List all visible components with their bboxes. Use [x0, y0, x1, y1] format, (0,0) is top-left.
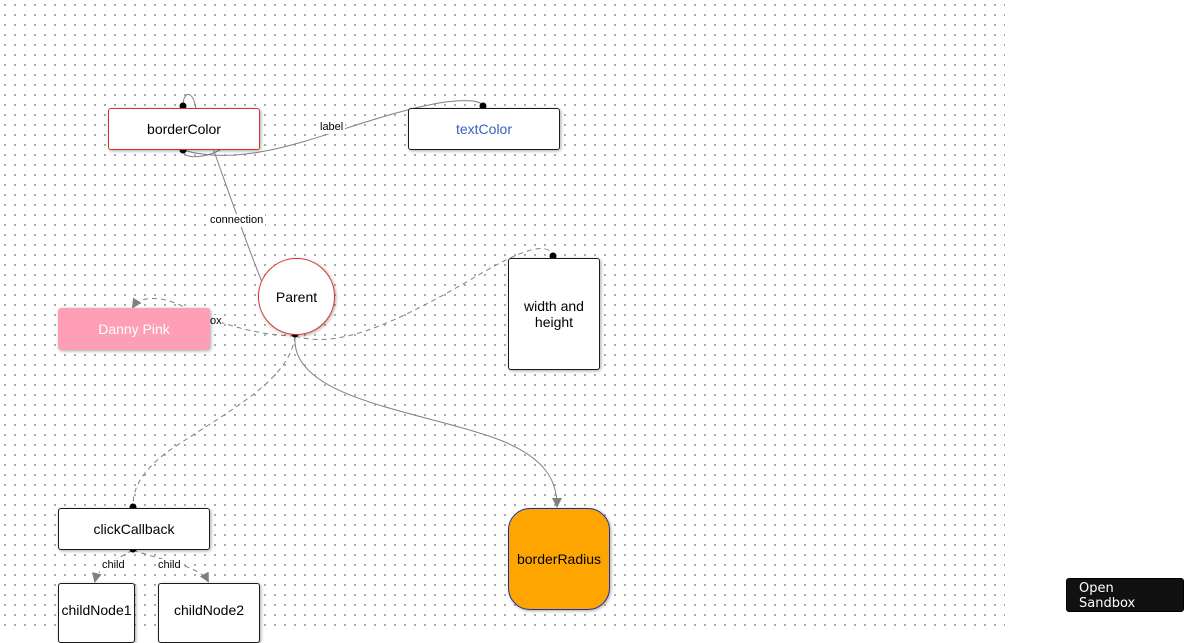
node-clickcallback-label: clickCallback	[93, 521, 175, 537]
node-textcolor[interactable]: textColor	[408, 108, 560, 150]
edge-parent-clickcallback[interactable]	[132, 335, 296, 508]
node-childnode1-label: childNode1	[61, 602, 132, 618]
edge-label-connection: connection	[208, 214, 266, 227]
node-parent[interactable]: Parent	[258, 258, 335, 335]
node-childnode2[interactable]: childNode2	[158, 583, 260, 643]
node-textcolor-label: textColor	[455, 121, 513, 137]
node-width-height-label: width and height	[524, 298, 584, 330]
port-dot[interactable]	[549, 252, 557, 260]
edge-label-child-left: child	[100, 559, 127, 572]
edge-label-label: label	[318, 121, 346, 134]
node-childnode2-label: childNode2	[173, 602, 245, 618]
edge-label-child-right: child	[156, 559, 183, 572]
node-borderradius-label: borderRadius	[516, 551, 602, 567]
node-bordercolor-label: borderColor	[147, 121, 221, 137]
edge-label-box: ox	[210, 315, 222, 328]
node-clickcallback[interactable]: clickCallback	[58, 508, 210, 550]
port-dot[interactable]	[479, 102, 487, 110]
diagram-canvas[interactable]: label connection ox child child borderCo…	[0, 0, 1005, 643]
port-dot[interactable]	[179, 102, 187, 110]
edge-parent-borderradius[interactable]	[294, 335, 562, 508]
node-bordercolor[interactable]: borderColor	[108, 108, 260, 150]
open-sandbox-button[interactable]: Open Sandbox	[1066, 578, 1184, 612]
edges-layer	[91, 94, 562, 583]
node-danny-pink[interactable]: Danny Pink	[58, 308, 210, 350]
edge-bordercolor-textcolor[interactable]	[182, 100, 484, 156]
node-width-height[interactable]: width and height	[508, 258, 600, 370]
node-danny-pink-label: Danny Pink	[98, 321, 170, 337]
edge-bordercolor-parent[interactable]	[209, 139, 263, 283]
node-childnode1[interactable]: childNode1	[58, 583, 135, 643]
node-parent-label: Parent	[275, 288, 318, 305]
edge-parent-width-height[interactable]	[294, 248, 554, 340]
node-borderradius[interactable]: borderRadius	[508, 508, 610, 610]
